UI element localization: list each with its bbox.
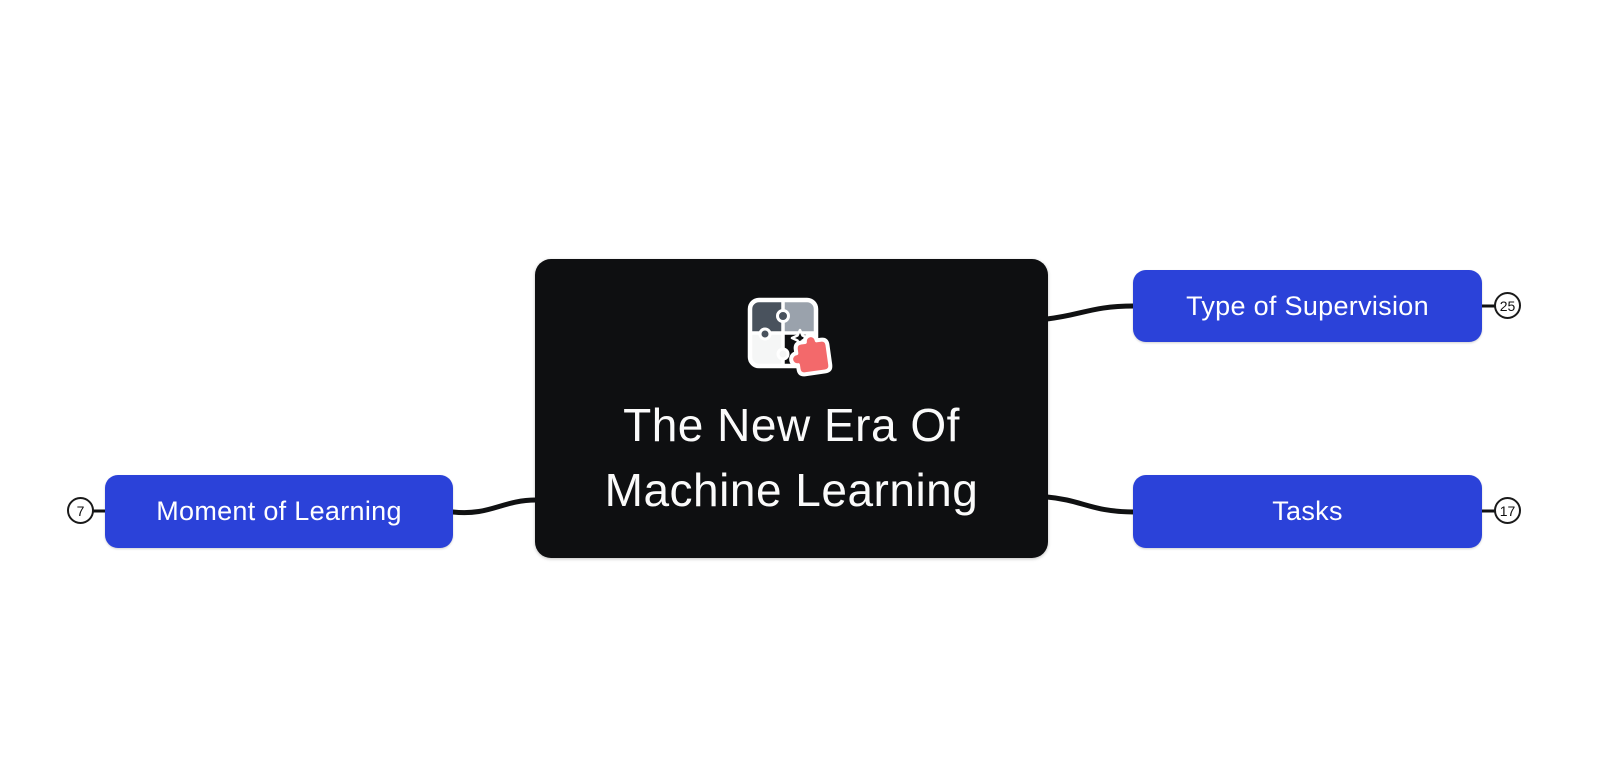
branch-topic-label: Tasks xyxy=(1272,496,1343,526)
child-count-label: 7 xyxy=(76,502,85,519)
root-title-line2: Machine Learning xyxy=(604,464,979,516)
connector-line-type-of-supervision xyxy=(1044,303,1137,322)
puzzle-piece-red xyxy=(788,333,832,377)
child-count-label: 25 xyxy=(1499,297,1516,314)
connector-line-moment-of-learning xyxy=(450,497,539,516)
child-count-badge-moment-of-learning[interactable]: 7 xyxy=(67,497,94,524)
branch-topic-label: Type of Supervision xyxy=(1186,290,1429,321)
connector-line-tasks xyxy=(1044,494,1137,515)
child-count-badge-tasks[interactable]: 17 xyxy=(1494,497,1521,524)
child-count-label: 17 xyxy=(1499,502,1516,519)
branch-topic-type-of-supervision[interactable]: Type of Supervision xyxy=(1133,270,1482,342)
root-topic[interactable]: The New Era Of Machine Learning xyxy=(535,259,1048,558)
branch-topic-tasks[interactable]: Tasks xyxy=(1133,475,1482,548)
branch-topic-moment-of-learning[interactable]: Moment of Learning xyxy=(105,475,453,548)
root-topic-title: The New Era Of Machine Learning xyxy=(605,393,979,523)
puzzle-icon xyxy=(747,297,837,381)
root-title-line1: The New Era Of xyxy=(623,399,960,451)
child-count-badge-type-of-supervision[interactable]: 25 xyxy=(1494,292,1521,319)
branch-topic-label: Moment of Learning xyxy=(156,496,402,526)
